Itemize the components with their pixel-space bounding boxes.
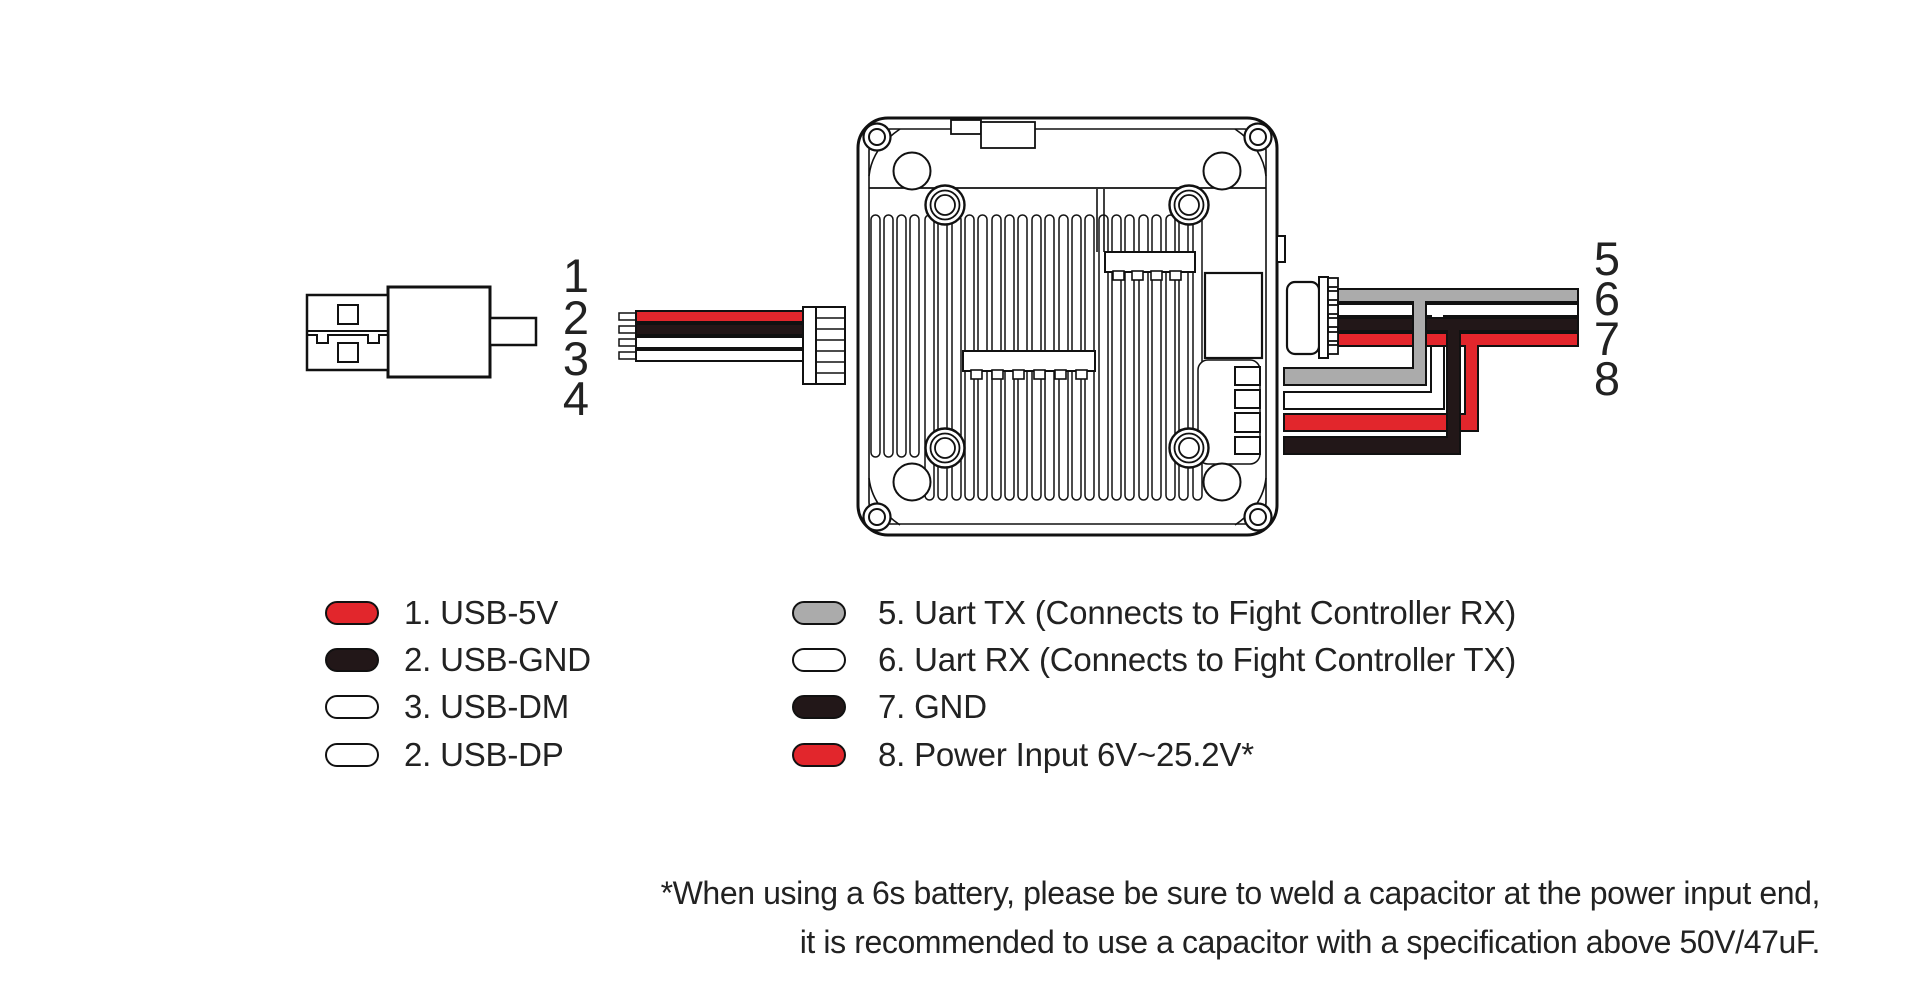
device-channel-lines [1096, 189, 1105, 252]
wire-number-8: 8 [1593, 352, 1621, 405]
wire-tip [618, 351, 637, 360]
housing-bosses [892, 151, 1242, 502]
usb-plug-cable-tab [488, 316, 538, 347]
device-connector-recess [1203, 271, 1264, 360]
usb-plug-body [386, 285, 492, 379]
wire-numbers-right: 5 6 7 8 [1565, 234, 1649, 404]
usb-shell-contact-bottom [337, 342, 359, 363]
legend-item-uart-rx: 6. Uart RX (Connects to Fight Controller… [792, 641, 1516, 678]
footnote-line-2: it is recommended to use a capacitor wit… [799, 924, 1821, 960]
legend-label: 1. USB-5V [404, 594, 559, 631]
device-top-clip [980, 121, 1036, 149]
color-swatch-white [325, 695, 379, 719]
legend-item-usb-5v: 1. USB-5V [325, 594, 558, 631]
legend-item-uart-tx: 5. Uart TX (Connects to Fight Controller… [792, 594, 1516, 631]
mounting-grommets [924, 184, 1210, 469]
color-swatch-red [325, 601, 379, 625]
connector-spine [1318, 276, 1329, 359]
connector-pin-slots [816, 317, 845, 374]
device-solder-pads [1197, 359, 1261, 465]
usb-shell-contact-top [337, 304, 359, 325]
color-swatch-red [792, 743, 846, 767]
wire-number-5: 5 [1593, 232, 1621, 285]
color-swatch-gray [792, 601, 846, 625]
wire-number-1: 1 [562, 249, 590, 302]
usb-cable-connector [802, 306, 846, 385]
connector-housing [802, 306, 817, 385]
wire-1-usb-5v [635, 310, 807, 323]
color-swatch-white [325, 743, 379, 767]
wire-tip [618, 338, 637, 347]
legend-label: 3. USB-DM [404, 688, 570, 725]
uart-connector [1285, 276, 1339, 359]
legend-item-usb-gnd: 2. USB-GND [325, 641, 591, 678]
wire-3-usb-dm [635, 336, 807, 349]
wire-numbers-left: 1 2 3 4 [534, 251, 618, 424]
wire-5-uart-tx [1283, 288, 1579, 386]
air-unit [856, 116, 1286, 537]
wire-tip [618, 325, 637, 334]
heatsink-fins [870, 214, 1203, 501]
device-inner-wall [868, 128, 1267, 525]
device-side-tab [1276, 235, 1286, 263]
uart-cable [1283, 288, 1579, 455]
wire-tip [618, 312, 637, 321]
legend-label: 2. USB-GND [404, 641, 591, 678]
clamp-bar-top [1104, 251, 1196, 281]
wire-7-gnd [1283, 317, 1579, 455]
connector-pins [815, 306, 846, 385]
wire-4-usb-dp [635, 349, 807, 362]
usb-cable [618, 310, 807, 362]
wire-2-usb-gnd [635, 323, 807, 336]
color-swatch-black [792, 695, 846, 719]
connector-pins [1327, 277, 1339, 355]
connector-housing [1285, 280, 1321, 356]
legend-label: 8. Power Input 6V~25.2V* [878, 736, 1254, 773]
usb-shell-notches [307, 334, 387, 344]
wire-number-4: 4 [562, 372, 590, 425]
legend-label: 6. Uart RX (Connects to Fight Controller… [878, 641, 1516, 678]
legend-item-power-input: 8. Power Input 6V~25.2V* [792, 736, 1254, 773]
wire-number-6: 6 [1593, 272, 1621, 325]
legend-item-usb-dm: 3. USB-DM [325, 688, 569, 725]
corner-screws [862, 122, 1273, 532]
usb-plug [305, 285, 538, 379]
wire-number-2: 2 [562, 291, 590, 344]
legend-label: 7. GND [878, 688, 987, 725]
legend-item-usb-dp: 2. USB-DP [325, 736, 564, 773]
color-swatch-black [325, 648, 379, 672]
clamp-bar-middle [962, 350, 1096, 380]
device-top-clip [950, 119, 982, 135]
wire-6-uart-rx [1283, 303, 1579, 410]
legend-label: 5. Uart TX (Connects to Fight Controller… [878, 594, 1516, 631]
wire-number-3: 3 [562, 332, 590, 385]
wire-number-7: 7 [1593, 312, 1621, 365]
legend-item-gnd: 7. GND [792, 688, 987, 725]
footnote: *When using a 6s battery, please be sure… [420, 869, 1821, 967]
color-swatch-white [792, 648, 846, 672]
footnote-line-1: *When using a 6s battery, please be sure… [660, 875, 1821, 911]
legend-label: 2. USB-DP [404, 736, 564, 773]
